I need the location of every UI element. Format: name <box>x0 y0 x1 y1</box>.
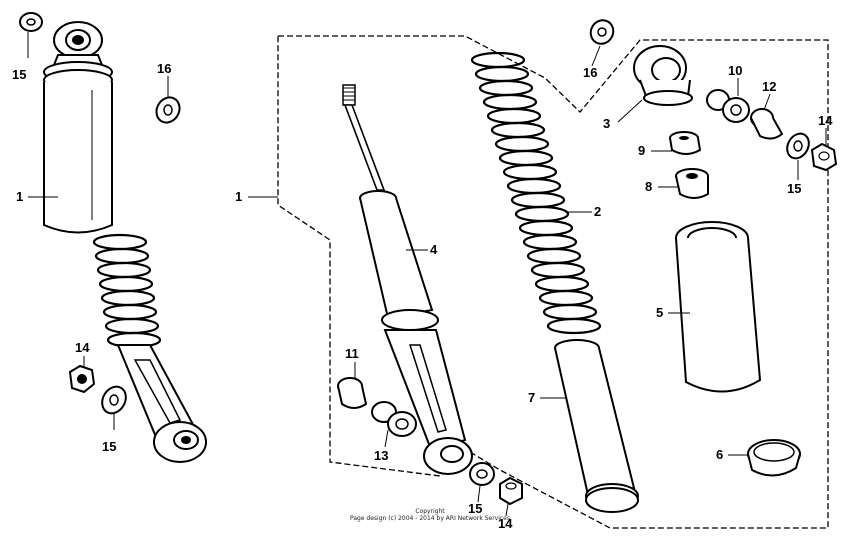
copyright-notice: Copyright Page design (c) 2004 - 2014 by… <box>300 508 560 522</box>
left-spring-coils <box>92 233 162 349</box>
callout-7: 7 <box>528 390 536 405</box>
washer-15-right <box>786 132 810 160</box>
callout-12: 12 <box>762 79 777 94</box>
washer-16-left <box>155 96 181 124</box>
callout-15-left: 15 <box>102 439 117 454</box>
callout-13: 13 <box>374 448 389 463</box>
callout-15-bottom: 15 <box>468 501 483 516</box>
bushing-10 <box>706 89 750 123</box>
copyright-line: Page design (c) 2004 - 2014 by ARI Netwo… <box>349 515 511 522</box>
callout-11: 11 <box>345 346 359 361</box>
callout-5: 5 <box>656 305 664 320</box>
collar-11 <box>337 377 368 409</box>
nut-14-right <box>810 142 838 172</box>
nut-14-left <box>68 364 96 394</box>
callout-4: 4 <box>430 242 438 257</box>
callout-16-top: 16 <box>583 65 598 80</box>
callout-1-center: 1 <box>235 189 243 204</box>
upper-joint-3 <box>633 45 693 106</box>
callout-9: 9 <box>638 143 646 158</box>
assembled-shock-absorber <box>43 21 207 463</box>
spring-2 <box>470 51 602 335</box>
copyright-title: Copyright <box>415 508 445 515</box>
cap-6 <box>747 439 801 477</box>
collar-12 <box>750 108 784 140</box>
washer-16-top <box>589 19 615 45</box>
leader-lines <box>27 32 827 517</box>
callout-15-right: 15 <box>787 181 802 196</box>
callout-10: 10 <box>728 63 743 78</box>
upper-cover-5 <box>675 221 762 393</box>
callout-14-left: 14 <box>75 340 90 355</box>
lower-cover-7 <box>554 339 639 513</box>
bushing-13 <box>371 401 417 437</box>
callout-16-left: 16 <box>157 61 172 76</box>
rubber-bush-8 <box>675 168 709 199</box>
callout-2: 2 <box>594 204 602 219</box>
callout-3: 3 <box>603 116 611 131</box>
nut-14-bottom <box>499 476 523 506</box>
callout-14-bottom: 14 <box>498 516 513 531</box>
rubber-bush-9 <box>669 131 702 155</box>
assembly-boundary <box>277 35 829 529</box>
callout-15-topleft: 15 <box>12 67 27 82</box>
callout-14-right: 14 <box>818 113 833 128</box>
callout-6: 6 <box>716 447 724 462</box>
washer-15-bottom <box>469 462 495 486</box>
callout-8: 8 <box>645 179 653 194</box>
washer-15-topleft <box>19 12 43 32</box>
washer-15-left <box>101 385 127 415</box>
damper-unit-4 <box>342 84 473 475</box>
callout-1-left: 1 <box>16 189 24 204</box>
